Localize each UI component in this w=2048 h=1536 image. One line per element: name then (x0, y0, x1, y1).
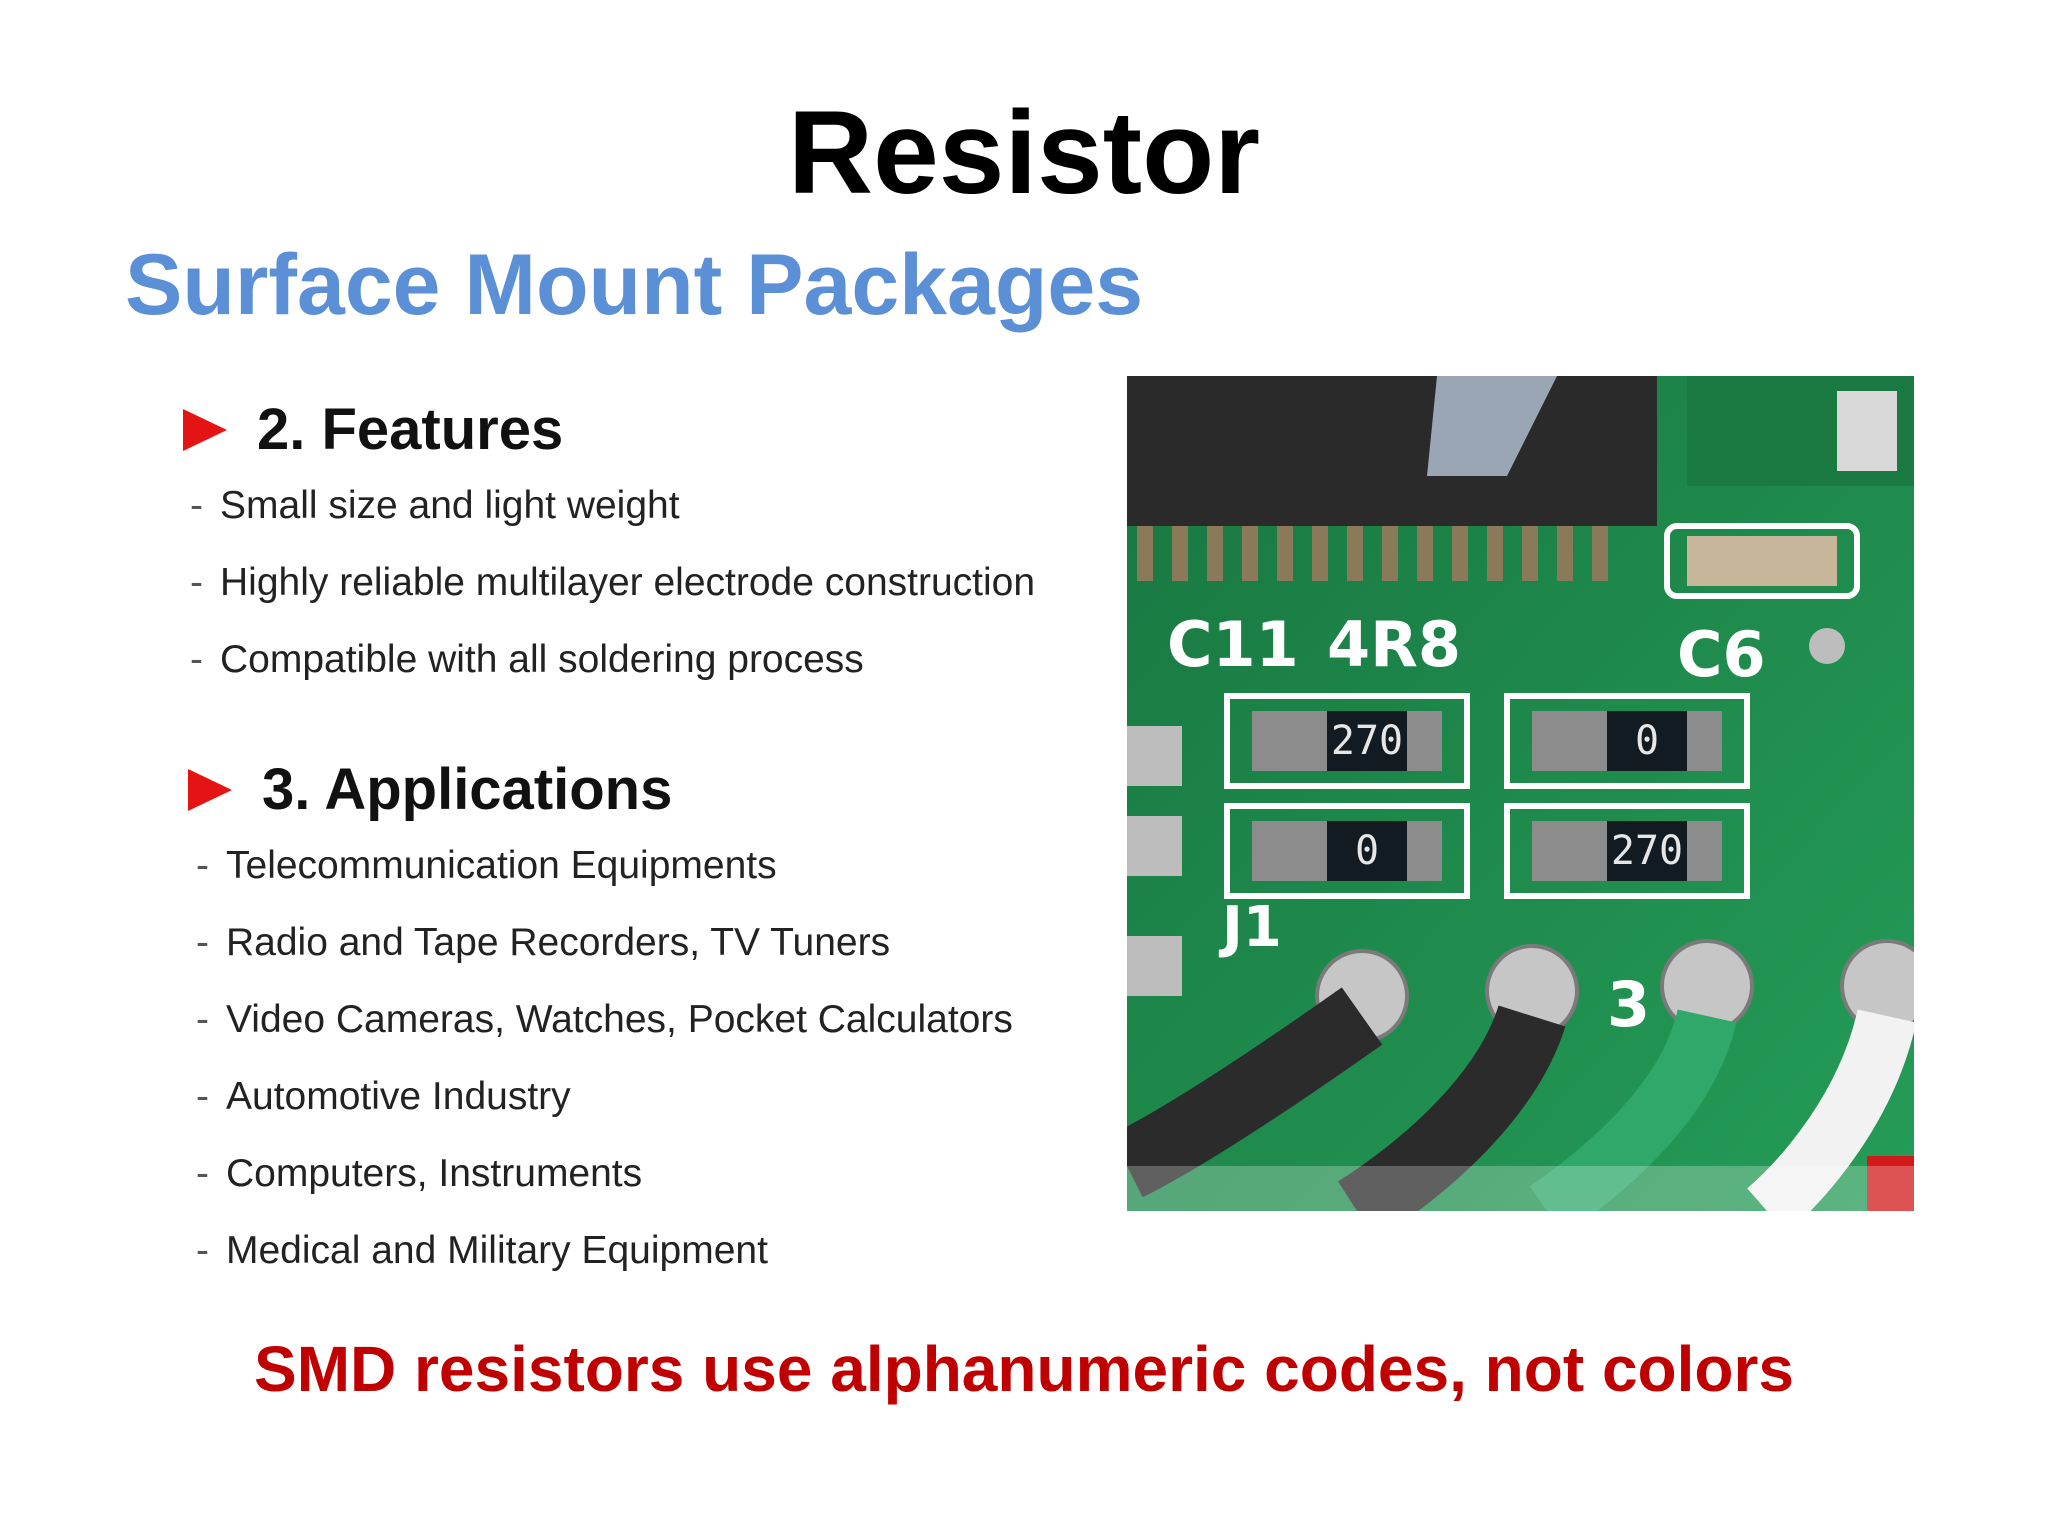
resistor-code-2: 0 (1635, 718, 1659, 764)
applications-list: -Telecommunication Equipments -Radio and… (196, 841, 1013, 1303)
silkscreen-c11: C11 (1167, 608, 1299, 681)
list-item: -Highly reliable multilayer electrode co… (190, 561, 1036, 604)
applications-heading: 3. Applications (262, 757, 673, 822)
red-triangle-icon (183, 408, 227, 451)
resistor-code-3: 0 (1355, 828, 1379, 874)
silkscreen-c6: C6 (1677, 618, 1766, 691)
features-heading: 2. Features (257, 397, 564, 462)
red-triangle-icon (188, 768, 232, 811)
features-heading-row: 2. Features (183, 396, 563, 463)
list-item: -Medical and Military Equipment (196, 1229, 768, 1272)
silkscreen-3: 3 (1607, 968, 1650, 1041)
slide-subtitle: Surface Mount Packages (125, 237, 1144, 333)
features-list: -Small size and light weight -Highly rel… (190, 481, 1035, 712)
resistor-code-1: 270 (1331, 718, 1403, 764)
silkscreen-4r8: 4R8 (1327, 608, 1461, 681)
applications-heading-row: 3. Applications (188, 756, 672, 823)
list-item: -Video Cameras, Watches, Pocket Calculat… (196, 998, 1013, 1041)
list-item: -Compatible with all soldering process (190, 638, 864, 681)
pcb-photo: C11 4R8 C6 J1 3 270 0 0 270 (1127, 376, 1914, 1211)
list-item: -Telecommunication Equipments (196, 844, 777, 887)
list-item: -Radio and Tape Recorders, TV Tuners (196, 921, 891, 964)
list-item: -Small size and light weight (190, 484, 680, 527)
list-item: -Computers, Instruments (196, 1152, 643, 1195)
caption: SMD resistors use alphanumeric codes, no… (254, 1333, 1794, 1405)
resistor-code-4: 270 (1611, 828, 1683, 874)
slide-title: Resistor (787, 87, 1261, 219)
list-item: -Automotive Industry (196, 1075, 571, 1118)
silkscreen-j1: J1 (1218, 895, 1282, 960)
